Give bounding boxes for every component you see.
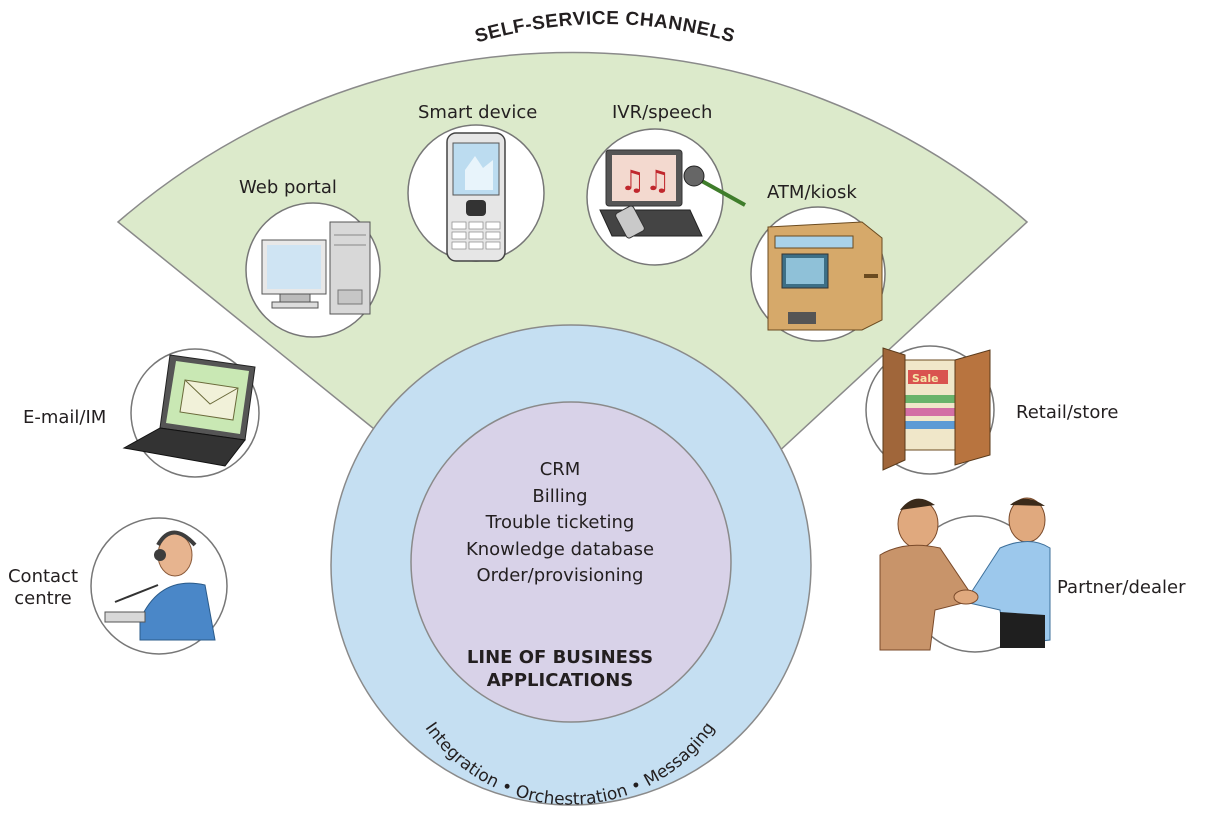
core-app-crm: CRM xyxy=(539,459,581,480)
core-title-line2: APPLICATIONS xyxy=(486,670,634,691)
core-app-knowledge-database: Knowledge database xyxy=(465,538,655,560)
headset-agent-icon xyxy=(90,517,228,655)
channel-label-contact-centre: Contact centre xyxy=(6,566,80,610)
channel-label-retail-store: Retail/store xyxy=(1016,402,1119,423)
channel-label-ivr-speech: IVR/speech xyxy=(612,102,713,123)
mobile-phone-icon xyxy=(407,124,545,262)
desktop-computer-icon xyxy=(245,202,381,338)
laptop-microphone-icon: ♫♫ xyxy=(586,128,746,266)
svg-text:Sale: Sale xyxy=(912,372,939,385)
atm-icon xyxy=(750,206,886,342)
channel-label-smart-device: Smart device xyxy=(418,102,538,123)
core-app-billing: Billing xyxy=(532,485,588,507)
channel-label-atm-kiosk: ATM/kiosk xyxy=(767,182,857,203)
storefront-icon: Sale xyxy=(865,345,995,475)
core-app-trouble-ticketing: Trouble ticketing xyxy=(485,512,635,533)
contact-label-line1: Contact xyxy=(7,566,79,587)
laptop-envelope-icon xyxy=(122,348,260,478)
handshake-icon xyxy=(879,497,1051,653)
svg-text:♫♫: ♫♫ xyxy=(620,164,670,197)
core-app-order-provisioning: Order/provisioning xyxy=(476,565,644,586)
self-service-title: SELF-SERVICE CHANNELS xyxy=(473,8,738,47)
contact-label-line2: centre xyxy=(14,588,72,609)
core-circle xyxy=(410,401,732,723)
channel-label-email-im: E-mail/IM xyxy=(23,407,107,428)
core-title: LINE OF BUSINESS APPLICATIONS xyxy=(410,646,710,692)
channel-label-partner-dealer: Partner/dealer xyxy=(1057,577,1186,598)
core-title-line1: LINE OF BUSINESS xyxy=(466,647,654,668)
channel-label-web-portal: Web portal xyxy=(239,177,337,198)
core-applications-list: CRM Billing Trouble ticketing Knowledge … xyxy=(410,457,710,590)
